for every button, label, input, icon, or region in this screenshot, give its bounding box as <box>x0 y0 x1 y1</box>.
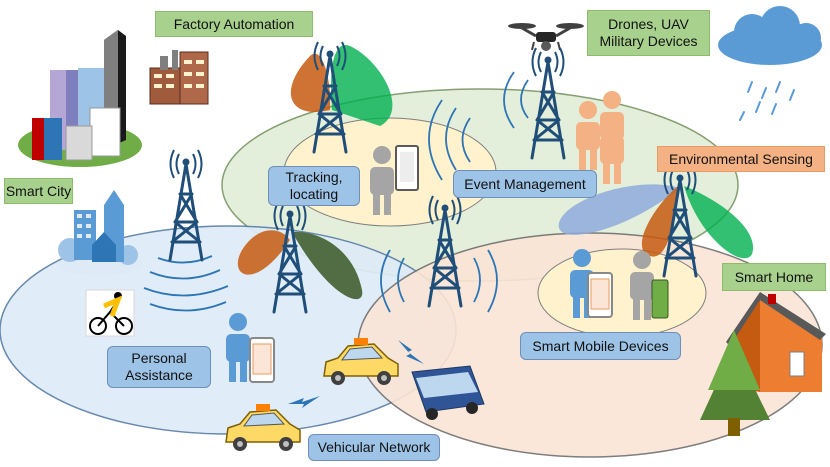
label-drones-line1: Drones, UAV <box>608 16 689 32</box>
rain-icon <box>739 81 795 121</box>
skyscraper-icon <box>18 30 142 167</box>
drone-icon <box>508 23 584 51</box>
label-personal-assistance-line1: Personal <box>131 350 187 366</box>
signal-wave-icon <box>143 71 529 313</box>
lightning-icon <box>288 340 424 408</box>
label-personal-assistance: Personal Assistance <box>107 346 211 388</box>
label-environmental-sensing: Environmental Sensing <box>657 146 825 172</box>
tree-icon <box>700 330 770 436</box>
label-tracking-line2: locating <box>289 186 339 202</box>
label-event-management: Event Management <box>453 170 597 198</box>
label-vehicular-network: Vehicular Network <box>308 434 440 461</box>
bus-icon <box>411 365 485 420</box>
zone-yellow-mobile-ellipse <box>537 248 707 338</box>
label-personal-assistance-line2: Assistance <box>125 367 193 383</box>
label-smart-home: Smart Home <box>722 263 826 291</box>
label-drones-line2: Military Devices <box>599 33 698 49</box>
tablet-icon <box>395 145 419 191</box>
label-smart-mobile-devices: Smart Mobile Devices <box>520 332 681 360</box>
cloud-icon <box>718 6 822 65</box>
label-drones: Drones, UAV Military Devices <box>587 10 710 56</box>
antenna-lobe-icon <box>237 44 754 300</box>
label-tracking: Tracking, locating <box>268 166 360 206</box>
label-smart-city: Smart City <box>4 178 73 204</box>
smartphone-icon <box>249 272 669 383</box>
label-tracking-line1: Tracking, <box>285 169 343 185</box>
city-icon <box>56 190 144 275</box>
label-factory-automation: Factory Automation <box>155 11 313 37</box>
factory-icon <box>149 50 209 105</box>
cyclist-icon <box>85 289 135 337</box>
